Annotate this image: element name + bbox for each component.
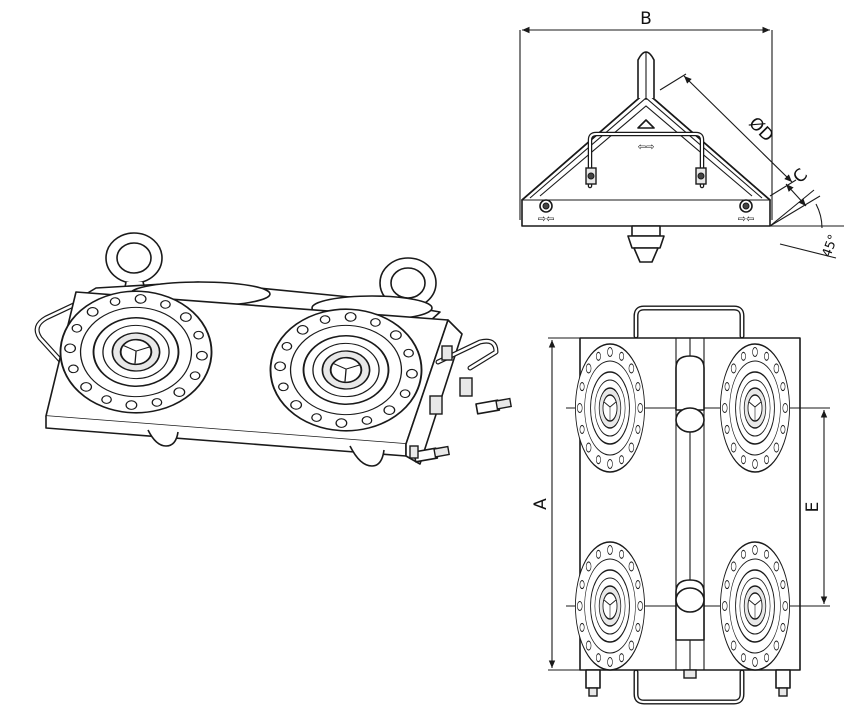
- dim-label-a: A: [531, 498, 551, 510]
- iso-fitting-lower: [413, 445, 450, 463]
- dim-label-angle: 45°: [820, 233, 842, 260]
- svg-text:⇨⇦: ⇨⇦: [738, 214, 755, 225]
- top-flange-lower-left: [574, 541, 646, 671]
- dim-label-c: C: [789, 165, 812, 188]
- top-flange-upper-left: [574, 343, 646, 473]
- top-flange-upper-right: [719, 343, 791, 473]
- top-flange-lower-right: [719, 541, 791, 671]
- dim-label-e: E: [803, 502, 823, 513]
- isometric-view: [34, 232, 512, 467]
- top-view: A E: [531, 305, 830, 705]
- svg-text:⇦⇨: ⇦⇨: [638, 142, 655, 153]
- svg-text:⇨⇦: ⇨⇦: [538, 214, 555, 225]
- lifting-ring-left: [105, 232, 163, 293]
- top-handle: [633, 305, 745, 339]
- iso-fitting-upper: [475, 397, 512, 415]
- end-view: B ⇦⇨ ⇨⇦ ⇨⇦ ØD C: [519, 9, 844, 263]
- dim-label-b: B: [640, 9, 652, 29]
